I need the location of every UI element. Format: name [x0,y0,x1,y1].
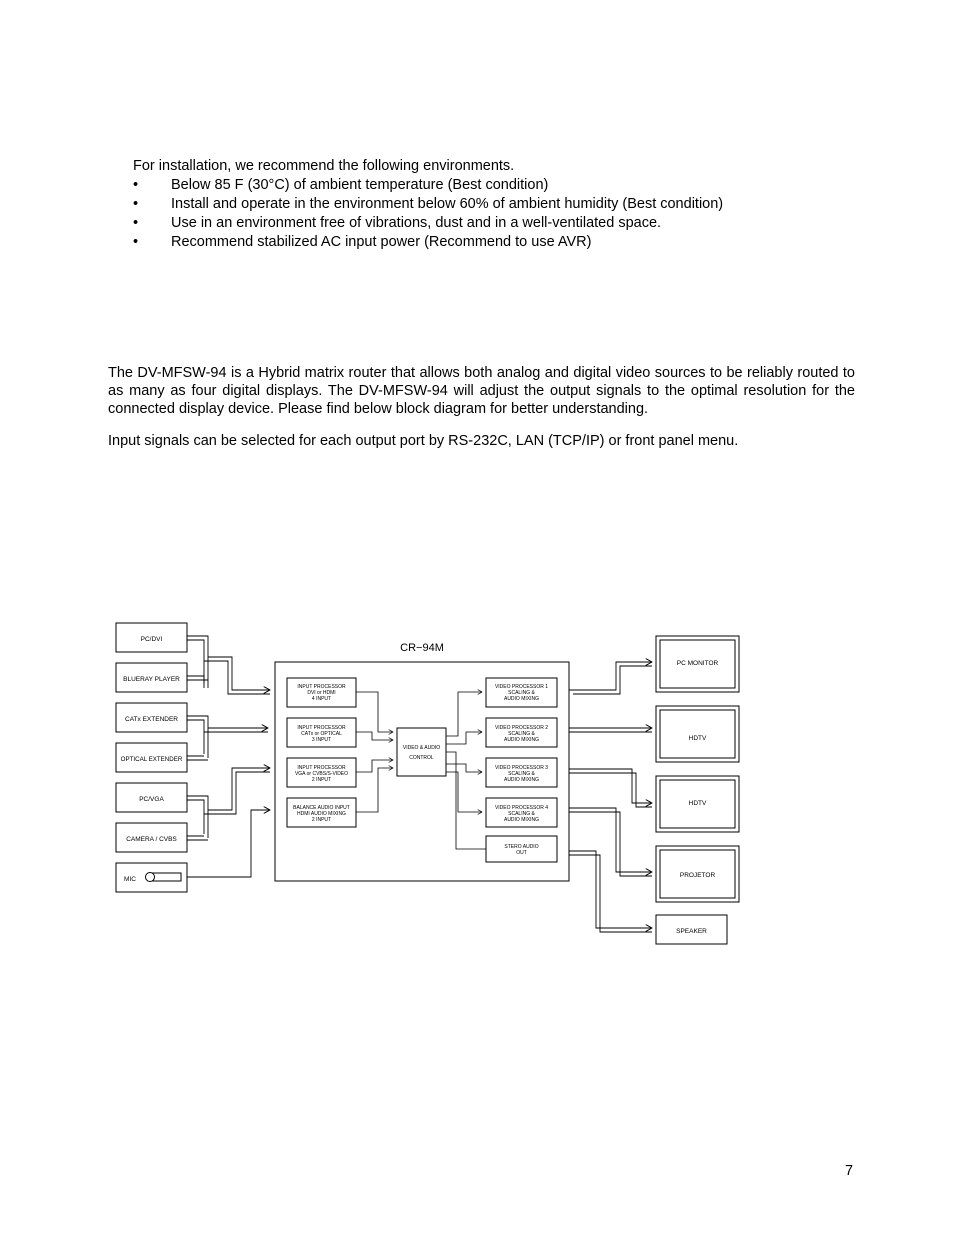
svg-text:SCALING &: SCALING & [508,690,535,696]
svg-text:BALANCE AUDIO INPUT: BALANCE AUDIO INPUT [293,805,350,811]
video-processor-3: VIDEO PROCESSOR 3 SCALING & AUDIO MIXING [485,757,558,788]
svg-text:PC MONITOR: PC MONITOR [677,660,719,667]
source-pc-dvi: PC/DVI [115,622,188,653]
source-mic: MIC [115,862,188,893]
svg-text:STERO AUDIO: STERO AUDIO [504,844,538,850]
svg-text:INPUT PROCESSOR: INPUT PROCESSOR [297,684,346,690]
svg-text:HDMI AUDIO MIXING: HDMI AUDIO MIXING [297,811,346,817]
control-block: VIDEO & AUDIO CONTROL [396,727,447,777]
source-catx: CATx EXTENDER [115,702,188,733]
environment-list: •Below 85 F (30°C) of ambient temperatur… [133,176,723,252]
output-pc-monitor: PC MONITOR [655,635,740,693]
device-box [274,661,570,882]
svg-text:HDTV: HDTV [689,800,707,807]
svg-text:3 INPUT: 3 INPUT [312,737,331,743]
bullet-icon: • [133,177,139,193]
svg-text:HDTV: HDTV [689,735,707,742]
bullet-icon: • [133,196,139,212]
svg-text:2 INPUT: 2 INPUT [312,777,331,783]
list-item: •Recommend stabilized AC input power (Re… [133,234,592,250]
video-processor-2: VIDEO PROCESSOR 2 SCALING & AUDIO MIXING [485,717,558,748]
list-item: •Install and operate in the environment … [133,196,724,212]
svg-text:CATx or OPTICAL: CATx or OPTICAL [301,731,342,737]
svg-text:PC/VGA: PC/VGA [139,796,164,803]
svg-text:PROJETOR: PROJETOR [680,872,716,879]
svg-text:SCALING &: SCALING & [508,771,535,777]
device-label: CR−94M [400,642,444,654]
control-paragraph: Input signals can be selected for each o… [108,433,739,449]
svg-text:VIDEO PROCESSOR 4: VIDEO PROCESSOR 4 [495,805,548,811]
svg-text:SPEAKER: SPEAKER [676,928,707,935]
output-projector: PROJETOR [655,845,740,903]
output-hdtv-1: HDTV [655,705,740,763]
svg-text:4 INPUT: 4 INPUT [312,696,331,702]
svg-text:OPTICAL EXTENDER: OPTICAL EXTENDER [121,756,183,763]
svg-text:CATx EXTENDER: CATx EXTENDER [125,716,178,723]
svg-text:AUDIO MIXING: AUDIO MIXING [504,737,539,743]
intro-text: For installation, we recommend the follo… [133,158,515,174]
source-bluray: BLUERAY PLAYER [115,662,188,693]
stereo-audio-out: STERO AUDIO OUT [485,835,558,863]
svg-text:VIDEO & AUDIO: VIDEO & AUDIO [403,745,440,751]
svg-text:PC/DVI: PC/DVI [141,636,163,643]
input-processor-2: INPUT PROCESSOR CATx or OPTICAL 3 INPUT [286,717,357,748]
source-pc-vga: PC/VGA [115,782,188,813]
bullet-icon: • [133,234,139,250]
svg-text:SCALING &: SCALING & [508,731,535,737]
svg-text:CAMERA / CVBS: CAMERA / CVBS [126,836,177,843]
page-number: 7 [845,1163,854,1179]
svg-text:INPUT PROCESSOR: INPUT PROCESSOR [297,725,346,731]
svg-text:BLUERAY PLAYER: BLUERAY PLAYER [123,676,180,683]
output-hdtv-2: HDTV [655,775,740,833]
svg-text:MIC: MIC [124,876,136,883]
input-processor-4: BALANCE AUDIO INPUT HDMI AUDIO MIXING 2 … [286,797,357,828]
video-processor-4: VIDEO PROCESSOR 4 SCALING & AUDIO MIXING [485,797,558,828]
svg-text:OUT: OUT [516,850,527,856]
source-optical: OPTICAL EXTENDER [115,742,188,773]
description-paragraph: The DV-MFSW-94 is a Hybrid matrix router… [108,365,855,417]
list-item: •Below 85 F (30°C) of ambient temperatur… [133,177,549,193]
source-camera: CAMERA / CVBS [115,822,188,853]
svg-text:VIDEO PROCESSOR 3: VIDEO PROCESSOR 3 [495,765,548,771]
svg-text:AUDIO MIXING: AUDIO MIXING [504,817,539,823]
svg-text:INPUT PROCESSOR: INPUT PROCESSOR [297,765,346,771]
svg-text:2 INPUT: 2 INPUT [312,817,331,823]
svg-text:SCALING &: SCALING & [508,811,535,817]
output-speaker: SPEAKER [655,914,728,945]
input-processor-3: INPUT PROCESSOR VGA or CVBS/S-VIDEO 2 IN… [286,757,357,788]
input-processor-1: INPUT PROCESSOR DVI or HDMI 4 INPUT [286,677,357,708]
bullet-icon: • [133,215,139,231]
video-processor-1: VIDEO PROCESSOR 1 SCALING & AUDIO MIXING [485,677,558,708]
svg-text:AUDIO MIXING: AUDIO MIXING [504,777,539,783]
svg-text:AUDIO MIXING: AUDIO MIXING [504,696,539,702]
svg-text:VIDEO PROCESSOR 1: VIDEO PROCESSOR 1 [495,684,548,690]
svg-text:CONTROL: CONTROL [409,755,434,761]
list-item: •Use in an environment free of vibration… [133,215,662,231]
svg-text:DVI or HDMI: DVI or HDMI [307,690,335,696]
svg-text:VIDEO PROCESSOR 2: VIDEO PROCESSOR 2 [495,725,548,731]
svg-text:VGA or CVBS/S-VIDEO: VGA or CVBS/S-VIDEO [295,771,348,777]
